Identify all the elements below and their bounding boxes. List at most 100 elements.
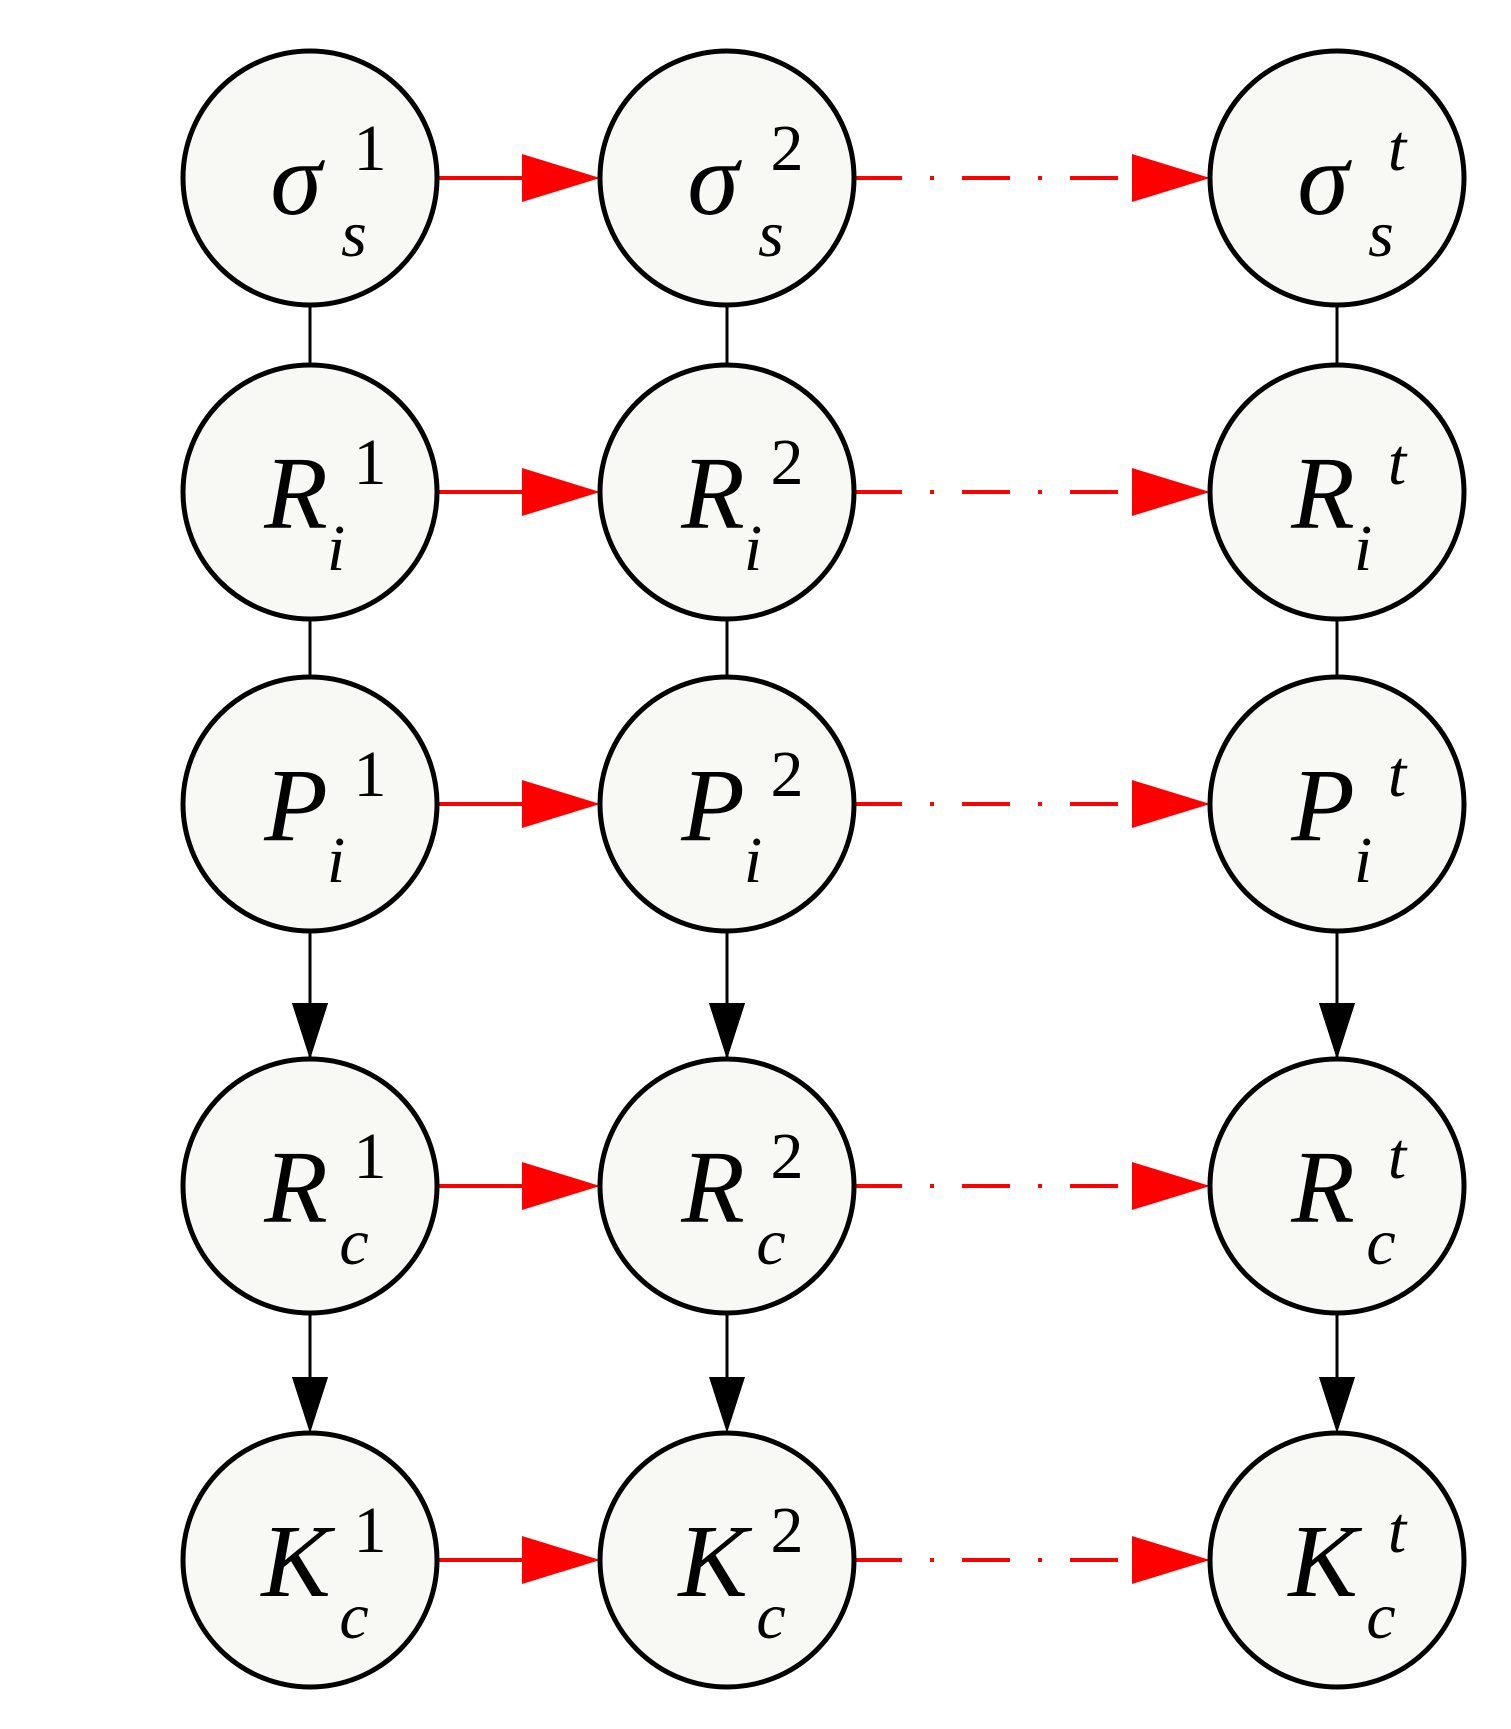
node-label-sub-Rc_t: c [1366, 1206, 1395, 1279]
node-label-sup-Pi_t: t [1388, 738, 1408, 811]
edge-Pi_2-to-Pi_t [854, 780, 1210, 828]
edge-Rc_1-to-Rc_2-arrowhead [522, 1162, 600, 1210]
node-label-base-Pi_1: P [263, 748, 328, 863]
node-label-base-Kc_2: K [676, 1504, 752, 1619]
node-label-sup-sigma_1: 1 [354, 112, 387, 185]
node-label-base-Pi_2: P [680, 748, 745, 863]
node-label-sup-sigma_t: t [1388, 112, 1408, 185]
node-label-sub-Pi_1: i [327, 824, 345, 897]
edge-Ri_1-to-Ri_2-arrowhead [522, 468, 600, 516]
node-circle-Ri_t [1207, 362, 1467, 622]
edge-Kc_2-to-Kc_t-arrowhead [1132, 1536, 1210, 1584]
node-label-base-Ri_t: R [1290, 436, 1355, 551]
edge-Pi_1-to-Pi_2-arrowhead [522, 780, 600, 828]
edge-Rc_1-to-Rc_2 [437, 1162, 600, 1210]
node-label-sub-Rc_1: c [339, 1206, 368, 1279]
edge-sigma_2-to-sigma_t-arrowhead [1132, 154, 1210, 202]
edge-Ri_t-to-Kc_t-arrowhead [1319, 1377, 1355, 1433]
edge-Rc_2-to-Rc_t-arrowhead [1132, 1162, 1210, 1210]
node-circle-Kc_t [1207, 1430, 1467, 1690]
node-label-sup-Rc_1: 1 [354, 1120, 387, 1193]
node-label-sub-Ri_2: i [744, 512, 762, 585]
edge-Kc_1-to-Kc_2 [437, 1536, 600, 1584]
node-label-base-Rc_t: R [1290, 1130, 1355, 1245]
node-circle-sigma_1 [180, 48, 440, 308]
edge-Ri_2-to-Ri_t-arrowhead [1132, 468, 1210, 516]
edge-sigma_1-to-sigma_2 [437, 154, 600, 202]
edge-Pi_1-to-Pi_2 [437, 780, 600, 828]
edge-Rc_2-to-Rc_t [854, 1162, 1210, 1210]
node-label-sup-Ri_1: 1 [354, 426, 387, 499]
node-label-base-Ri_2: R [680, 436, 745, 551]
node-label-sub-Ri_t: i [1354, 512, 1372, 585]
node-label-base-Rc_1: R [263, 1130, 328, 1245]
node-label-sub-sigma_2: s [758, 198, 784, 271]
node-label-sup-Rc_t: t [1388, 1120, 1408, 1193]
node-label-sub-Kc_1: c [339, 1580, 368, 1653]
node-circle-sigma_t [1207, 48, 1467, 308]
node-label-sup-Ri_2: 2 [771, 426, 804, 499]
node-circle-Rc_2 [597, 1056, 857, 1316]
node-circle-Kc_2 [597, 1430, 857, 1690]
node-label-base-Kc_t: K [1286, 1504, 1362, 1619]
node-label-base-sigma_2: σ [687, 122, 742, 237]
edge-Ri_1-to-Kc_1-arrowhead [292, 1377, 328, 1433]
node-label-base-Rc_2: R [680, 1130, 745, 1245]
node-circle-sigma_2 [597, 48, 857, 308]
node-circle-Ri_2 [597, 362, 857, 622]
node-label-sup-Pi_2: 2 [771, 738, 804, 811]
node-circle-Pi_t [1207, 674, 1467, 934]
node-label-base-Pi_t: P [1290, 748, 1355, 863]
node-label-sub-sigma_1: s [341, 198, 367, 271]
node-label-base-sigma_t: σ [1297, 122, 1352, 237]
node-circle-Rc_t [1207, 1056, 1467, 1316]
node-label-sup-Ri_t: t [1388, 426, 1408, 499]
node-label-sub-Ri_1: i [327, 512, 345, 585]
node-label-sup-Rc_2: 2 [771, 1120, 804, 1193]
node-label-sub-Kc_t: c [1366, 1580, 1395, 1653]
edge-Kc_2-to-Kc_t [854, 1536, 1210, 1584]
node-label-sub-Rc_2: c [756, 1206, 785, 1279]
node-circle-Pi_2 [597, 674, 857, 934]
edge-sigma_2-to-sigma_t [854, 154, 1210, 202]
node-circle-Kc_1 [180, 1430, 440, 1690]
node-circle-Ri_1 [180, 362, 440, 622]
node-label-base-Kc_1: K [259, 1504, 335, 1619]
edge-Ri_2-to-Kc_2-arrowhead [709, 1377, 745, 1433]
node-label-sub-Pi_t: i [1354, 824, 1372, 897]
edge-Kc_1-to-Kc_2-arrowhead [522, 1536, 600, 1584]
node-label-base-sigma_1: σ [270, 122, 325, 237]
node-label-sup-Kc_2: 2 [771, 1494, 804, 1567]
edge-Pi_2-to-Pi_t-arrowhead [1132, 780, 1210, 828]
node-circle-Rc_1 [180, 1056, 440, 1316]
node-label-base-Ri_1: R [263, 436, 328, 551]
node-label-sup-Pi_1: 1 [354, 738, 387, 811]
node-label-sup-Kc_1: 1 [354, 1494, 387, 1567]
node-circle-Pi_1 [180, 674, 440, 934]
node-label-sup-sigma_2: 2 [771, 112, 804, 185]
node-label-sub-Pi_2: i [744, 824, 762, 897]
edge-Ri_1-to-Ri_2 [437, 468, 600, 516]
node-label-sub-Kc_2: c [756, 1580, 785, 1653]
edge-sigma_1-to-sigma_2-arrowhead [522, 154, 600, 202]
node-label-sub-sigma_t: s [1368, 198, 1394, 271]
edge-Ri_2-to-Ri_t [854, 468, 1210, 516]
node-label-sup-Kc_t: t [1388, 1494, 1408, 1567]
